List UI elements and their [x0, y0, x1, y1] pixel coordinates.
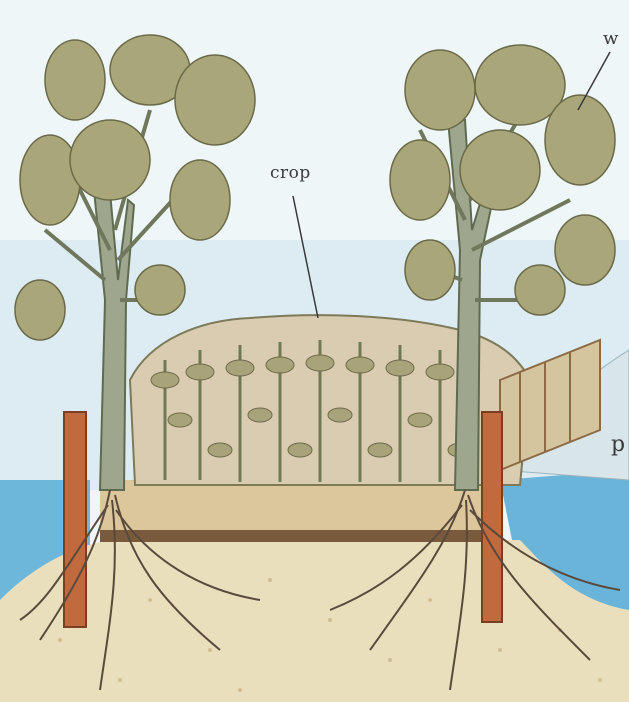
- label-p: p: [611, 432, 626, 457]
- ground-soil: [0, 540, 629, 702]
- post-right: [482, 412, 502, 622]
- label-crop: crop: [270, 163, 311, 183]
- label-w: w: [603, 28, 619, 49]
